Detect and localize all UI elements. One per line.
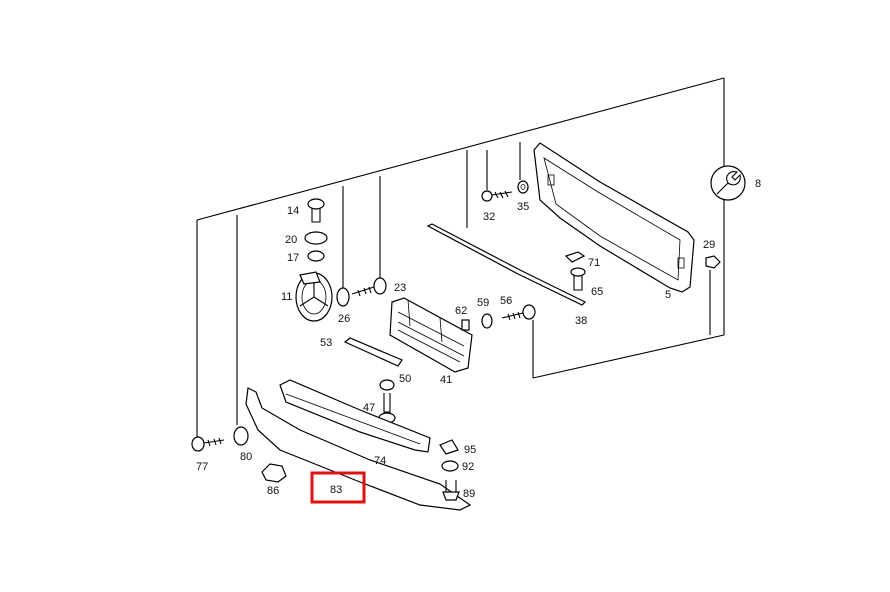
label-77[interactable]: 77 (196, 461, 208, 473)
bar-53 (343, 337, 403, 367)
label-20[interactable]: 20 (285, 234, 297, 246)
label-47[interactable]: 47 (363, 402, 375, 414)
assembly-plane (196, 77, 725, 440)
label-11[interactable]: 11 (281, 291, 292, 303)
label-59[interactable]: 59 (477, 297, 489, 309)
pin-62 (461, 319, 470, 331)
grille-insert (389, 297, 473, 373)
washer-35 (517, 180, 529, 194)
wrench-icon (710, 165, 746, 201)
label-29[interactable]: 29 (703, 239, 715, 251)
label-65[interactable]: 65 (591, 286, 603, 298)
label-86[interactable]: 86 (267, 485, 279, 497)
label-38[interactable]: 38 (575, 315, 587, 327)
label-74[interactable]: 74 (374, 455, 386, 467)
screw-77 (191, 436, 225, 452)
grille-frame (533, 142, 695, 293)
clip-29 (705, 255, 721, 269)
label-50[interactable]: 50 (399, 373, 411, 385)
clip-95 (439, 439, 459, 455)
label-41[interactable]: 41 (440, 374, 452, 386)
label-5[interactable]: 5 (665, 289, 671, 301)
nut-17 (307, 250, 325, 262)
washer-80 (233, 426, 249, 446)
label-56[interactable]: 56 (500, 295, 512, 307)
washer-92 (441, 460, 459, 472)
screw-56 (501, 304, 536, 321)
callout-labels: 8 14 20 17 11 26 23 32 35 29 71 65 5 38 … (196, 178, 761, 500)
label-14[interactable]: 14 (287, 205, 299, 217)
plug-86 (261, 463, 287, 483)
screw-32 (481, 190, 513, 202)
label-83[interactable]: 83 (330, 484, 342, 496)
washer-59 (481, 313, 493, 329)
screw-14 (307, 198, 325, 223)
label-71[interactable]: 71 (588, 257, 600, 269)
screw-23 (351, 277, 387, 297)
label-89[interactable]: 89 (463, 488, 475, 500)
clip-26 (336, 287, 350, 307)
trim-strip (426, 223, 587, 306)
label-95[interactable]: 95 (464, 444, 476, 456)
label-62[interactable]: 62 (455, 305, 467, 317)
label-17[interactable]: 17 (287, 252, 299, 264)
screw-65 (570, 267, 586, 291)
screw-89 (442, 480, 460, 501)
washer-20 (304, 231, 328, 245)
star-emblem (295, 271, 333, 322)
highlight-box (310, 471, 366, 504)
label-80[interactable]: 80 (240, 451, 252, 463)
label-35[interactable]: 35 (517, 201, 529, 213)
washer-50 (379, 379, 395, 391)
spoiler-83 (245, 387, 472, 511)
label-32[interactable]: 32 (483, 211, 495, 223)
label-23[interactable]: 23 (394, 282, 406, 294)
label-53[interactable]: 53 (320, 337, 332, 349)
label-26[interactable]: 26 (338, 313, 350, 325)
label-92[interactable]: 92 (462, 461, 474, 473)
label-8[interactable]: 8 (755, 178, 761, 190)
clip-71 (564, 251, 586, 263)
